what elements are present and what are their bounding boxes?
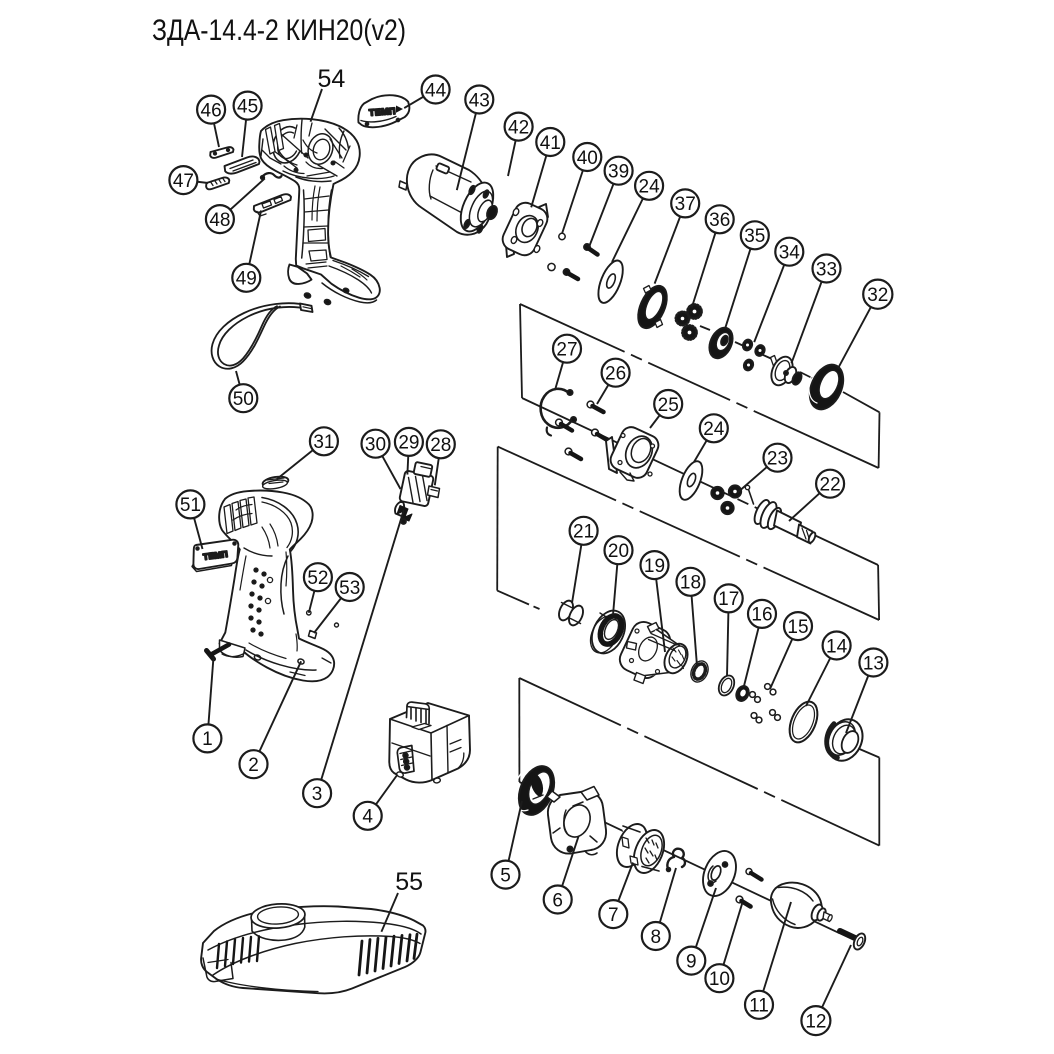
svg-text:43: 43 (469, 90, 490, 111)
svg-text:39: 39 (608, 162, 629, 183)
svg-text:29: 29 (398, 433, 419, 454)
svg-text:32: 32 (867, 285, 888, 306)
svg-text:45: 45 (237, 96, 258, 117)
svg-text:24: 24 (703, 419, 725, 440)
svg-text:53: 53 (339, 578, 360, 599)
svg-text:13: 13 (863, 653, 884, 674)
svg-text:14: 14 (826, 636, 848, 657)
svg-text:40: 40 (577, 148, 598, 169)
svg-text:33: 33 (816, 259, 837, 280)
svg-text:11: 11 (749, 996, 769, 1017)
svg-text:23: 23 (767, 449, 788, 470)
svg-text:ТЕМП: ТЕМП (369, 106, 396, 118)
svg-text:55: 55 (395, 868, 423, 896)
svg-text:17: 17 (718, 589, 739, 610)
svg-text:41: 41 (540, 133, 561, 154)
svg-text:2: 2 (248, 755, 259, 776)
svg-text:24: 24 (639, 177, 661, 198)
svg-text:35: 35 (744, 226, 765, 247)
svg-text:18: 18 (680, 573, 701, 594)
svg-text:19: 19 (644, 556, 665, 577)
svg-text:9: 9 (686, 951, 697, 972)
svg-text:3: 3 (312, 784, 323, 805)
svg-text:10: 10 (709, 969, 730, 990)
svg-text:27: 27 (556, 340, 577, 361)
svg-text:25: 25 (658, 395, 679, 416)
svg-text:31: 31 (313, 432, 334, 453)
svg-text:34: 34 (779, 243, 801, 264)
svg-text:37: 37 (675, 194, 696, 215)
svg-text:30: 30 (365, 435, 386, 456)
svg-text:21: 21 (573, 522, 594, 543)
svg-text:47: 47 (173, 171, 194, 192)
svg-text:5: 5 (500, 865, 511, 886)
svg-text:6: 6 (552, 890, 563, 911)
svg-text:1: 1 (202, 729, 213, 750)
svg-text:ТЕМП: ТЕМП (203, 549, 229, 562)
svg-text:8: 8 (651, 927, 662, 948)
svg-text:4: 4 (362, 807, 373, 828)
svg-text:22: 22 (820, 475, 841, 496)
svg-text:36: 36 (709, 210, 730, 231)
svg-text:26: 26 (605, 364, 626, 385)
svg-text:52: 52 (307, 568, 328, 589)
svg-text:12: 12 (805, 1011, 826, 1032)
svg-text:28: 28 (430, 435, 451, 456)
svg-text:48: 48 (209, 210, 230, 231)
svg-text:16: 16 (751, 605, 772, 626)
svg-text:7: 7 (608, 905, 619, 926)
svg-text:49: 49 (236, 269, 257, 290)
svg-text:46: 46 (201, 100, 222, 121)
svg-text:51: 51 (180, 495, 201, 516)
svg-text:ЗДА-14.4-2 КИН20(v2): ЗДА-14.4-2 КИН20(v2) (152, 13, 406, 47)
svg-text:42: 42 (508, 117, 529, 138)
svg-text:20: 20 (608, 541, 629, 562)
svg-text:44: 44 (425, 80, 447, 101)
svg-text:15: 15 (787, 617, 808, 638)
svg-text:50: 50 (233, 389, 254, 410)
svg-text:54: 54 (317, 65, 345, 93)
